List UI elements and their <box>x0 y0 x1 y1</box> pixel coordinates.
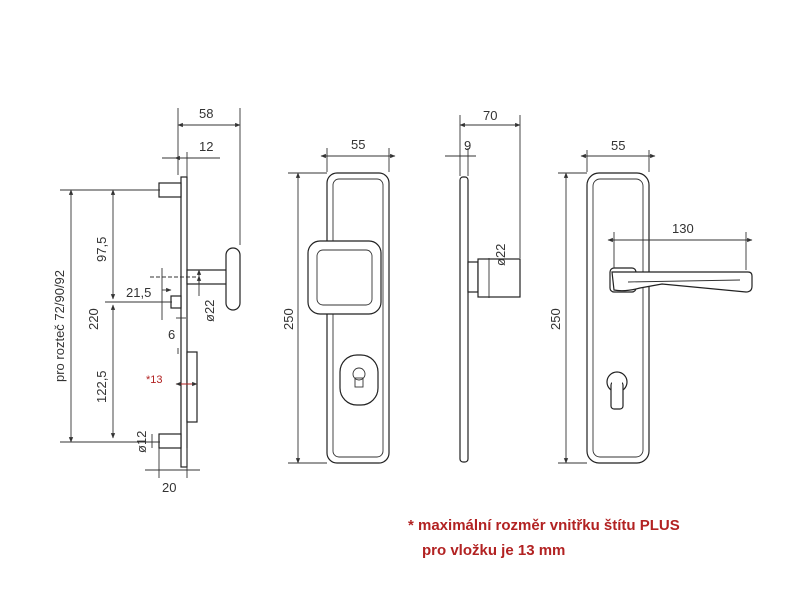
note-line-2: pro vložku je 13 mm <box>422 542 566 559</box>
bottom-screw-boss <box>158 433 182 449</box>
dim-250-lever: 250 <box>548 308 563 330</box>
dim-pitch: pro rozteč 72/90/92 <box>52 270 67 382</box>
side-view-knob: 58 12 220 pro rozteč 72/90/92 97,5 122,5… <box>52 106 241 495</box>
dim-d22: ø22 <box>202 300 217 322</box>
dim-21-5: 21,5 <box>126 285 151 300</box>
dim-55-lever: 55 <box>611 138 625 153</box>
front-view-lever: 55 130 250 <box>548 138 753 464</box>
dim-122-5: 122,5 <box>94 370 109 403</box>
dim-6: 6 <box>168 327 175 342</box>
dim-d22-lever: ø22 <box>493 244 508 266</box>
lever-side-plate <box>459 176 469 463</box>
dim-97-5: 97,5 <box>94 237 109 262</box>
side-plate <box>180 176 188 468</box>
top-screw-boss <box>158 182 182 198</box>
dim-9: 9 <box>464 138 471 153</box>
lever-front-plate <box>586 172 650 464</box>
dim-12: 12 <box>199 139 213 154</box>
dim-d12: ø12 <box>134 431 149 453</box>
lever-side-arm <box>477 258 521 298</box>
side-view-lever: 70 9 ø22 <box>445 108 521 463</box>
front-view-knob: 55 250 <box>281 137 396 464</box>
knob-square <box>307 240 382 315</box>
lever-side-neck <box>467 261 479 293</box>
dim-220: 220 <box>86 308 101 330</box>
dim-58: 58 <box>199 106 213 121</box>
dim-130: 130 <box>672 221 694 236</box>
knob-rose <box>225 247 241 311</box>
spindle-stub <box>170 295 182 309</box>
cylinder-protrusion <box>186 351 198 423</box>
dim-20: 20 <box>162 480 176 495</box>
dim-250-front: 250 <box>281 308 296 330</box>
dim-70: 70 <box>483 108 497 123</box>
note-line-1: * maximální rozměr vnitřku štítu PLUS <box>408 517 680 534</box>
lever-handle <box>611 271 753 293</box>
dim-13: *13 <box>146 374 163 386</box>
front-plate <box>326 172 390 464</box>
dim-55-front: 55 <box>351 137 365 152</box>
